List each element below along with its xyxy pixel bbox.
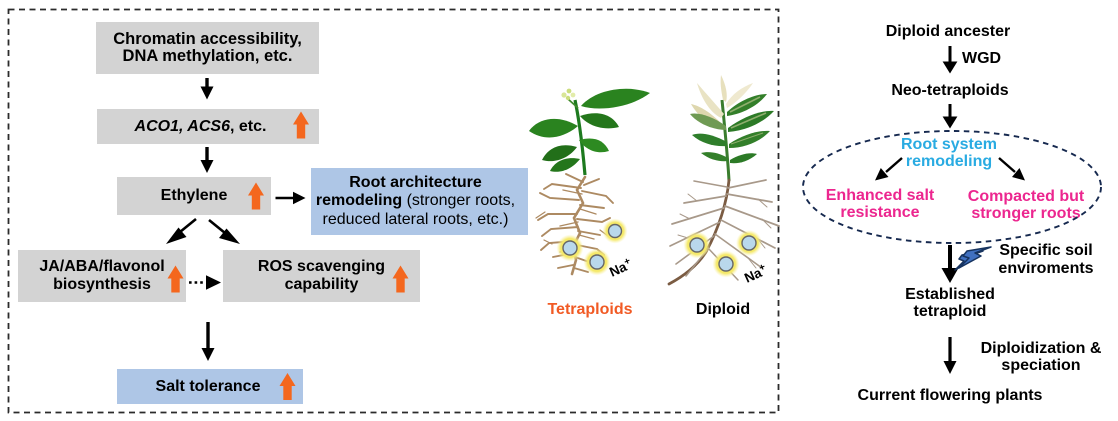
svg-text:Na+: Na+ [607, 256, 635, 280]
svg-text:Na+: Na+ [742, 262, 770, 286]
